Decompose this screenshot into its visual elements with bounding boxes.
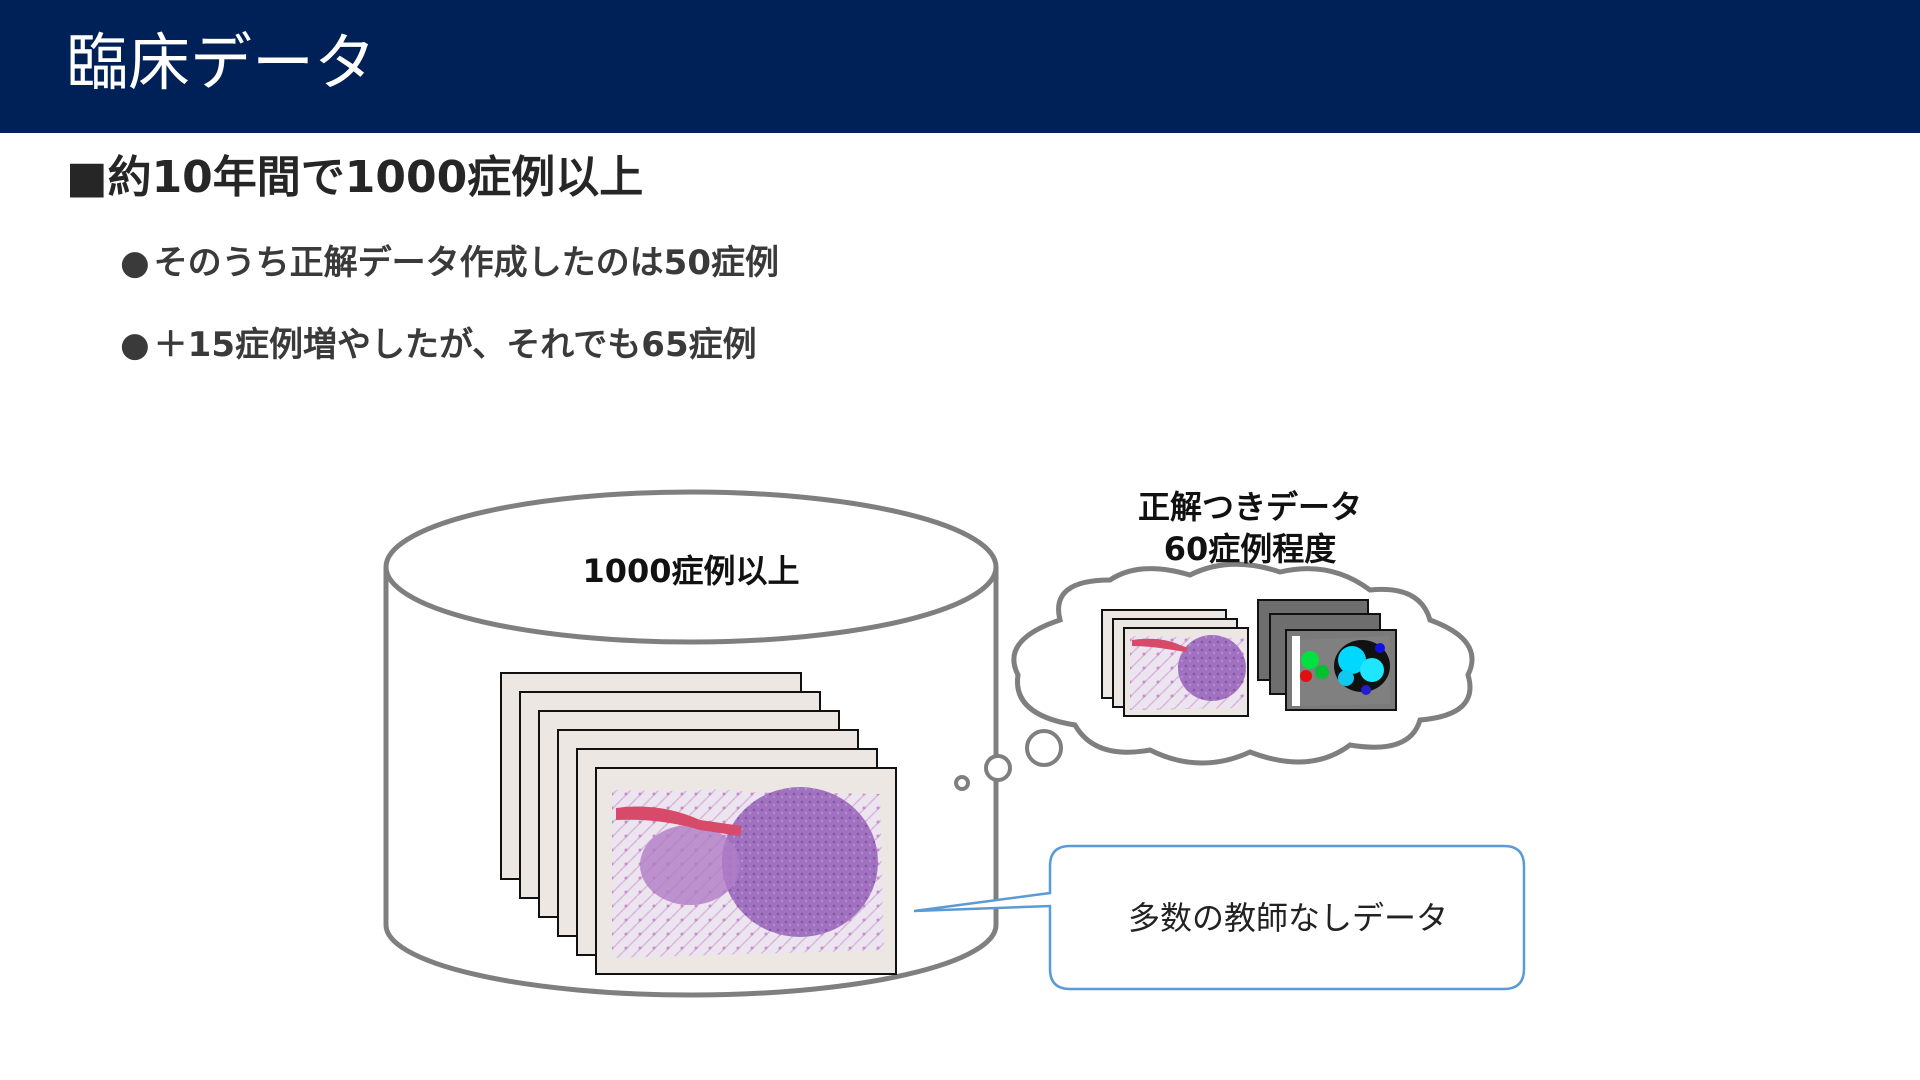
bullet-item: ●そのうち正解データ作成したのは50症例 xyxy=(120,241,779,285)
callout-box: 多数の教師なしデータ xyxy=(913,844,1526,991)
thought-dot xyxy=(954,775,970,791)
thought-dot xyxy=(1025,729,1063,767)
bullet-marker: ● xyxy=(120,325,150,365)
slide-stack xyxy=(500,672,897,975)
annotation-map-thumbnail xyxy=(1285,629,1397,711)
bullet-marker: ● xyxy=(120,243,150,283)
thought-dot xyxy=(984,754,1012,782)
histology-slide-image xyxy=(595,767,897,975)
callout-label: 多数の教師なしデータ xyxy=(1128,899,1448,937)
bullet-item: ●＋15症例増やしたが、それでも65症例 xyxy=(120,323,757,367)
cloud-label-line1: 正解つきデータ xyxy=(1138,488,1362,526)
cylinder-label: 1000症例以上 xyxy=(582,552,799,590)
title-bar: 臨床データ xyxy=(0,0,1920,133)
bullet-text: ＋15症例増やしたが、それでも65症例 xyxy=(153,325,757,365)
bullet-text: そのうち正解データ作成したのは50症例 xyxy=(153,243,779,283)
thought-cloud xyxy=(1011,561,1475,766)
main-heading: ■約10年間で1000症例以上 xyxy=(66,152,644,203)
cloud-label-line2: 60症例程度 xyxy=(1164,530,1337,568)
slide-title: 臨床データ xyxy=(66,26,377,99)
histology-thumbnail xyxy=(1123,627,1249,717)
